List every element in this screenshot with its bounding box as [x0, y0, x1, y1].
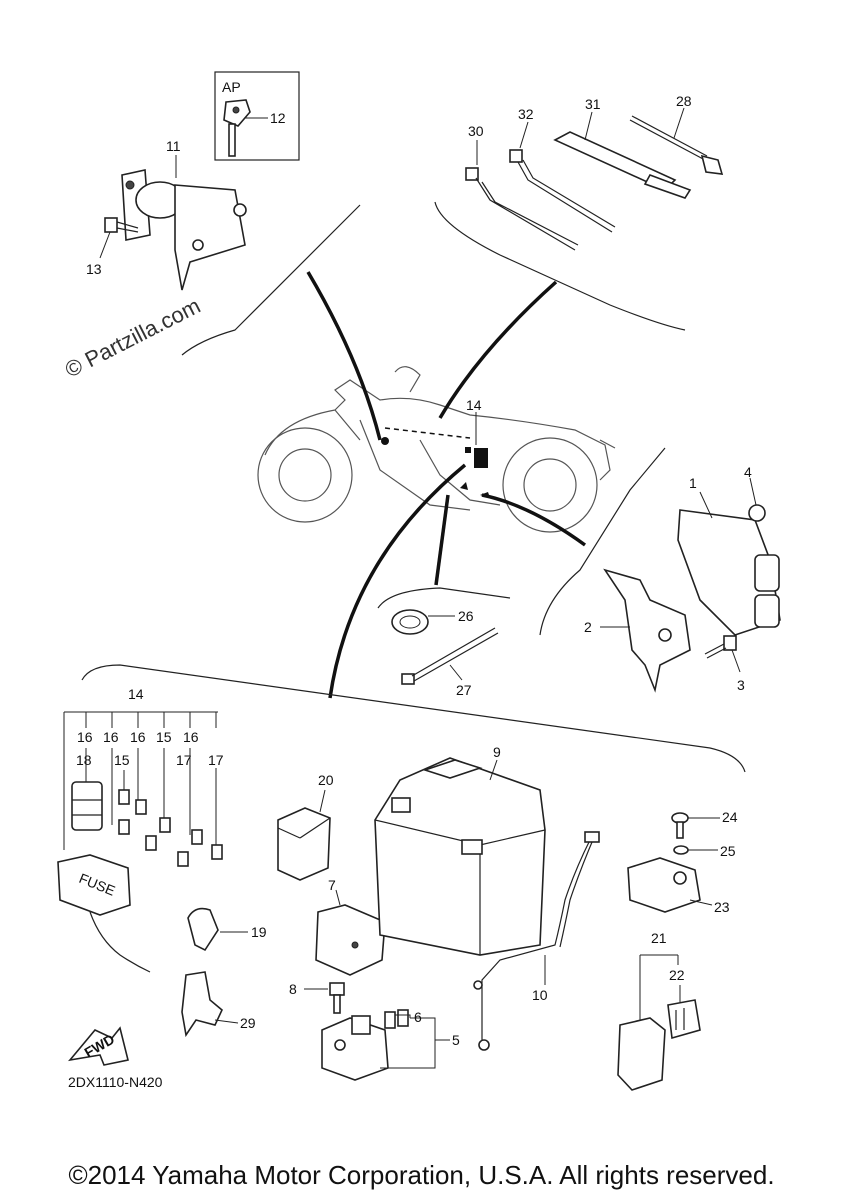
callout-11: 11 [166, 138, 181, 154]
bolt-13 [104, 217, 139, 233]
fuse-box-group: 14 16 16 16 15 16 18 15 17 17 FUSE [57, 686, 224, 973]
callout-30: 30 [468, 123, 484, 139]
callout-7: 7 [328, 877, 336, 893]
bottom-group-boundary [81, 664, 746, 773]
callout-26: 26 [458, 608, 474, 624]
ap-box [214, 71, 300, 161]
callout-13: 13 [86, 261, 102, 277]
callout-27: 27 [456, 682, 472, 698]
fuse-6b [397, 1009, 409, 1027]
callout-20: 20 [318, 772, 334, 788]
fuse-holder-18 [71, 781, 103, 831]
callout-29: 29 [240, 1015, 256, 1031]
fuse-box-14: FUSE [57, 854, 151, 973]
relay-20 [277, 807, 331, 881]
nut-4 [748, 504, 766, 522]
ap-label: AP [222, 79, 241, 95]
cable-tie-27 [401, 627, 499, 685]
callout-8: 8 [289, 981, 297, 997]
callout-17-1: 17 [176, 752, 192, 768]
callout-31: 31 [585, 96, 601, 112]
fuse-6a [384, 1011, 396, 1029]
callout-6: 6 [414, 1009, 422, 1025]
coupler-22 [667, 999, 701, 1040]
callout-15-1: 15 [156, 729, 172, 745]
callout-22: 22 [669, 967, 685, 983]
pointer-bands [434, 494, 450, 586]
clamp-19 [187, 907, 219, 952]
bolt-8 [329, 982, 345, 1014]
fwd-arrow-icon: FWD [68, 1026, 129, 1066]
group-band-clip: 26 27 [377, 587, 511, 698]
cable-tie-30 [465, 167, 579, 251]
starter-relay-part [121, 169, 247, 291]
callout-14-bike: 14 [466, 397, 482, 413]
motorcycle-silhouette [257, 366, 616, 533]
pointer-ecu [481, 493, 587, 547]
battery-9 [374, 757, 546, 956]
callout-16-3: 16 [130, 729, 146, 745]
band-26 [391, 609, 429, 635]
callout-9: 9 [493, 744, 501, 760]
callout-14-fuse: 14 [128, 686, 144, 702]
group-ties-bands: 30 32 31 28 [434, 93, 724, 331]
diagram-code: 2DX1110-N420 [68, 1074, 163, 1090]
callout-1: 1 [689, 475, 697, 491]
callout-17-2: 17 [208, 752, 224, 768]
cable-10 [473, 831, 600, 1051]
callout-28: 28 [676, 93, 692, 109]
callout-16-4: 16 [183, 729, 199, 745]
bracket-29 [181, 971, 223, 1038]
callout-16-2: 16 [103, 729, 119, 745]
washer-25 [673, 845, 689, 855]
callout-2: 2 [584, 619, 592, 635]
screw-24 [671, 812, 689, 839]
watermark: © Partzilla.com [61, 293, 204, 383]
pointer-fuse [328, 463, 467, 699]
callout-3: 3 [737, 677, 745, 693]
callout-12: 12 [270, 110, 286, 126]
callout-32: 32 [518, 106, 534, 122]
key-part [223, 99, 251, 157]
callout-18: 18 [76, 752, 92, 768]
pointer-ties [438, 280, 558, 419]
starter-relay-5 [321, 1015, 389, 1081]
callout-23: 23 [714, 899, 730, 915]
copyright-text: ©2014 Yamaha Motor Corporation, U.S.A. A… [68, 1160, 775, 1190]
callout-16-1: 16 [77, 729, 93, 745]
terminal-23 [627, 857, 701, 913]
group-ecu: 1 4 2 3 [539, 447, 781, 693]
bolt-3 [704, 635, 737, 659]
callout-19: 19 [251, 924, 267, 940]
callout-25: 25 [720, 843, 736, 859]
band-31 [553, 131, 692, 199]
bracket-2 [603, 568, 691, 693]
callout-4: 4 [744, 464, 752, 480]
cable-tie-28 [629, 115, 724, 175]
callout-21: 21 [651, 930, 667, 946]
pointer-starter [306, 271, 382, 441]
group-starter-key: AP 12 11 13 © Partzilla.com [61, 71, 361, 383]
callout-24: 24 [722, 809, 738, 825]
relay-21 [617, 1017, 666, 1091]
callout-10: 10 [532, 987, 548, 1003]
callout-5: 5 [452, 1032, 460, 1048]
ecu-part [677, 509, 781, 636]
cover-7 [315, 904, 386, 976]
callout-15-2: 15 [114, 752, 130, 768]
cable-tie-32 [509, 149, 616, 233]
